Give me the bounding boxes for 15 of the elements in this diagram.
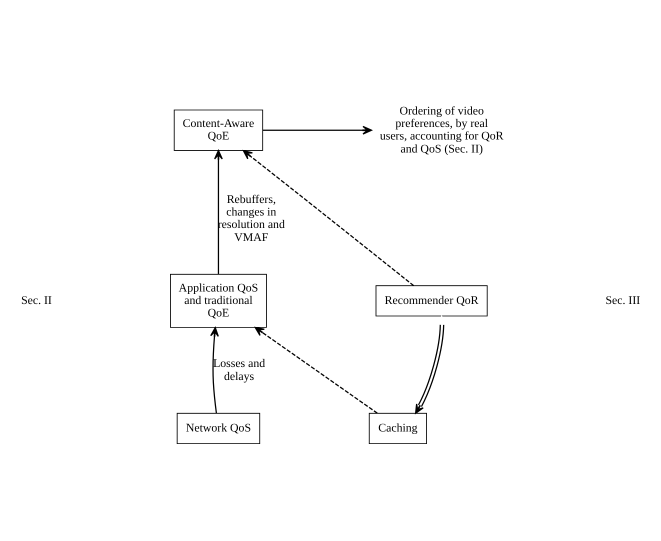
node-box: Content-Aware QoE [174, 110, 264, 151]
node-box: Network QoS [176, 412, 260, 444]
node-box: Application QoS and traditional QoE [170, 274, 267, 328]
arrow [242, 150, 414, 286]
arrow [210, 327, 219, 414]
arrow [262, 126, 372, 135]
label: Sec. II [21, 292, 52, 307]
node-box: Caching [368, 412, 427, 444]
arrow [214, 150, 223, 274]
edge-label: Rebuffers, changes in resolution and VMAF [218, 192, 285, 244]
label: Sec. III [606, 292, 640, 307]
edge-label: Losses and delays [213, 356, 266, 383]
node-box: Recommender QoR [376, 285, 488, 316]
arrow [254, 326, 378, 414]
node-text: Ordering of video preferences, by real users, accounting for QoR and QoS (Sec. II) [380, 103, 504, 156]
